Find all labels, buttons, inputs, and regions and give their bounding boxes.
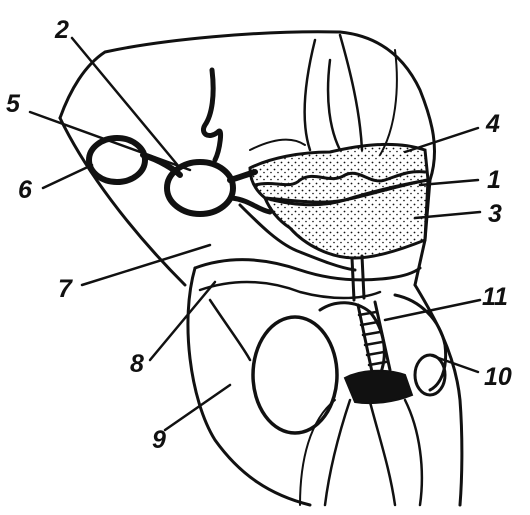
label-1: 1 (487, 166, 501, 194)
upper-fold-3 (328, 60, 340, 150)
label-4: 4 (485, 110, 500, 138)
label-6: 6 (18, 176, 33, 204)
label-10: 10 (484, 363, 512, 391)
lower-fiber-2 (370, 402, 395, 505)
lower-fiber-1 (325, 400, 350, 505)
ladder-structure (358, 302, 390, 372)
lower-fiber-4 (300, 400, 335, 505)
label-2: 2 (54, 16, 69, 44)
label-8: 8 (130, 350, 144, 378)
label-5: 5 (6, 90, 21, 118)
stalk (352, 256, 364, 300)
upper-fold-4 (380, 50, 397, 155)
lower-block-outline (188, 268, 310, 505)
upper-fold-1 (305, 40, 315, 150)
upper-fold-2 (340, 35, 362, 150)
label-7: 7 (58, 275, 73, 303)
large-oval (253, 317, 337, 433)
label-11: 11 (482, 283, 508, 311)
upper-fold-5 (250, 140, 305, 150)
lower-fiber-3 (405, 400, 422, 505)
label-9: 9 (152, 426, 166, 454)
lower-block-inner (210, 300, 250, 360)
dark-wedge (345, 371, 412, 403)
curl-structure (203, 70, 220, 160)
label-3: 3 (488, 200, 502, 228)
mid-boundary (195, 260, 420, 280)
